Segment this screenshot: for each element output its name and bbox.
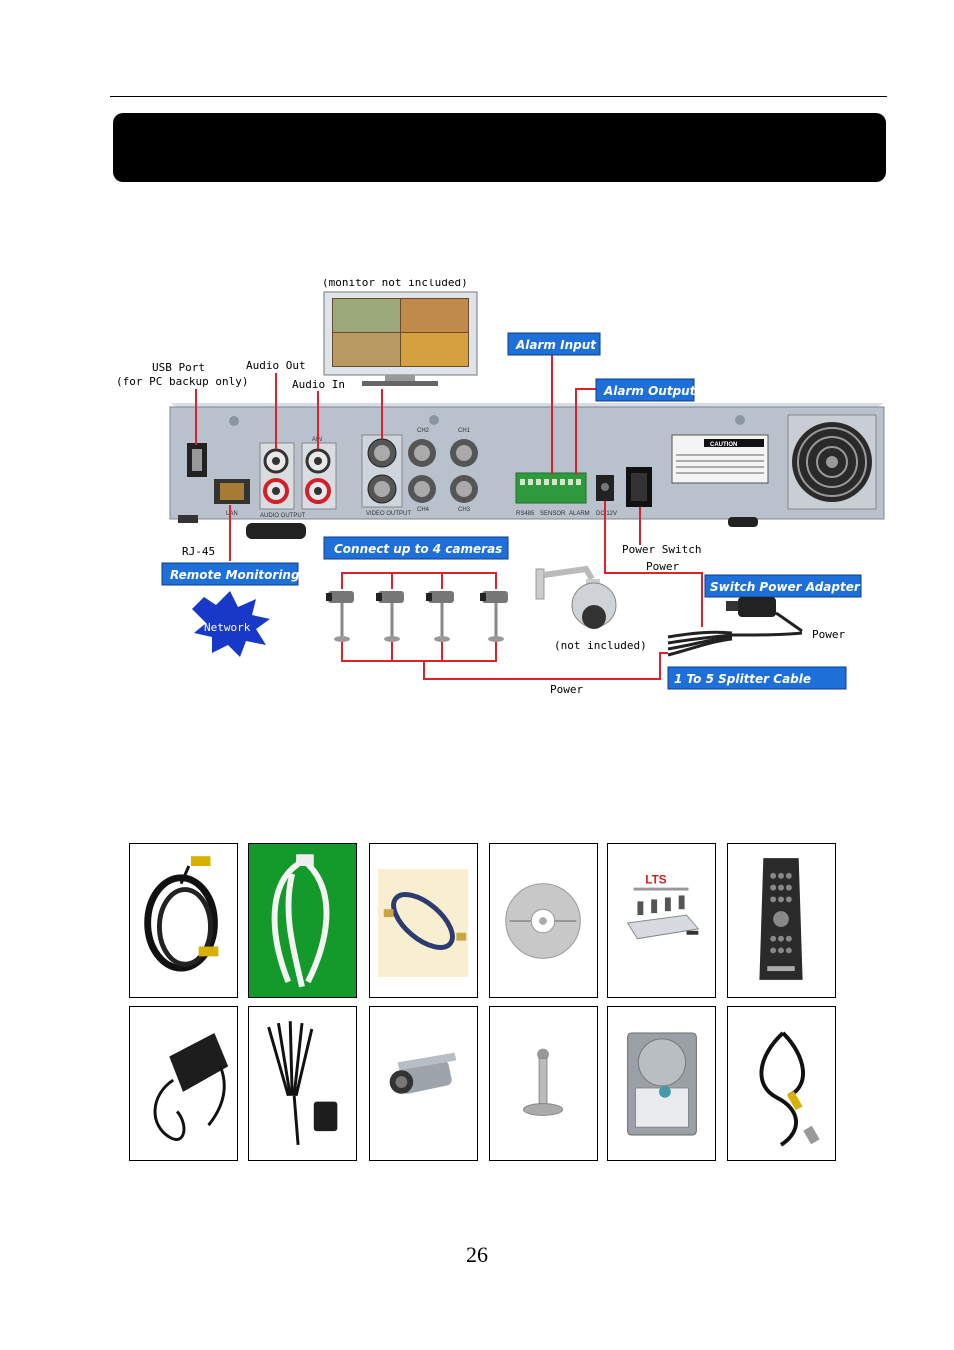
power-switch-label: Power Switch — [622, 543, 701, 556]
camera-icon — [426, 591, 454, 642]
audio-in-label: Audio In — [292, 378, 345, 391]
svg-text:Alarm Input: Alarm Input — [515, 338, 597, 352]
bnc-rca-cable-image — [727, 1006, 836, 1161]
power-splitter-adapter-image — [248, 1006, 357, 1161]
dvr-rear-panel: LAN AUDIO OUTPUT AIN VIDEO OUTPUT CH2 CH… — [169, 403, 885, 539]
svg-text:CAUTION: CAUTION — [710, 442, 737, 448]
switch-power-adapter-tag — [704, 574, 862, 598]
svg-text:Switch Power Adapter: Switch Power Adapter — [710, 580, 861, 594]
svg-text:Network: Network — [204, 621, 251, 634]
monitor-note: (monitor not included) — [322, 279, 468, 289]
splitter-cable-tag — [667, 666, 847, 690]
page-number: 26 — [466, 1242, 488, 1267]
svg-text:AUDIO OUTPUT: AUDIO OUTPUT — [260, 513, 306, 519]
rj45-label: RJ-45 — [182, 545, 215, 558]
section-title-banner — [113, 113, 886, 182]
svg-text:SENSOR: SENSOR — [540, 511, 566, 517]
bnc-power-cable-image — [129, 843, 238, 998]
network-cloud-icon: Network — [192, 591, 270, 657]
camera-icon — [480, 591, 508, 642]
usb-port-note: (for PC backup only) — [116, 375, 248, 388]
svg-text:VIDEO OUTPUT: VIDEO OUTPUT — [366, 511, 411, 517]
power-adapter-image — [129, 1006, 238, 1161]
svg-text:CH3: CH3 — [458, 507, 471, 513]
dvr-kit-box-image: LTS — [607, 843, 716, 998]
svg-text:Connect up to 4 cameras: Connect up to 4 cameras — [334, 542, 502, 556]
power-label: Power — [550, 683, 583, 696]
svg-text:LAN: LAN — [226, 511, 238, 517]
fan-icon — [787, 414, 877, 510]
camera-icon — [376, 591, 404, 642]
header-rule — [110, 96, 887, 97]
software-cd-image — [489, 843, 598, 998]
remote-control-image — [727, 843, 836, 998]
camera-mount-image — [489, 1006, 598, 1161]
camera-wiring — [341, 572, 668, 680]
connection-diagram: (monitor not included) LAN AUDIO OUTPUT … — [116, 279, 885, 696]
alarm-input-tag — [507, 332, 601, 356]
camera-icon — [326, 591, 354, 642]
audio-out-label: Audio Out — [246, 359, 306, 372]
power-label: Power — [646, 560, 679, 573]
monitor-icon — [323, 291, 478, 386]
svg-text:Remote Monitoring: Remote Monitoring — [170, 568, 300, 582]
remote-monitoring-tag — [161, 562, 299, 586]
usb-port-label: USB Port — [152, 361, 205, 374]
svg-text:ALARM: ALARM — [569, 511, 590, 517]
svg-text:CH4: CH4 — [417, 507, 430, 513]
power-label: Power — [812, 628, 845, 641]
hard-drive-image — [607, 1006, 716, 1161]
network-cable-image — [369, 843, 478, 998]
alarm-output-tag — [595, 378, 695, 402]
svg-text:CH2: CH2 — [417, 428, 430, 434]
svg-text:1 To 5 Splitter Cable: 1 To 5 Splitter Cable — [674, 672, 811, 686]
svg-text:Alarm Output: Alarm Output — [603, 384, 697, 398]
bullet-camera-image — [369, 1006, 478, 1161]
power-adapter-icon — [726, 597, 803, 633]
svg-text:LTS: LTS — [645, 874, 667, 887]
svg-text:RS485: RS485 — [516, 511, 535, 517]
svg-text:CH1: CH1 — [458, 428, 471, 434]
connect-cameras-tag — [323, 536, 509, 560]
white-cable-bundle-image — [248, 843, 357, 998]
svg-text:DC 12V: DC 12V — [596, 511, 617, 517]
not-included-label: (not included) — [554, 639, 647, 652]
splitter-cable-icon — [667, 630, 803, 657]
ptz-camera-icon — [535, 565, 617, 629]
pointer-lines — [195, 355, 703, 627]
